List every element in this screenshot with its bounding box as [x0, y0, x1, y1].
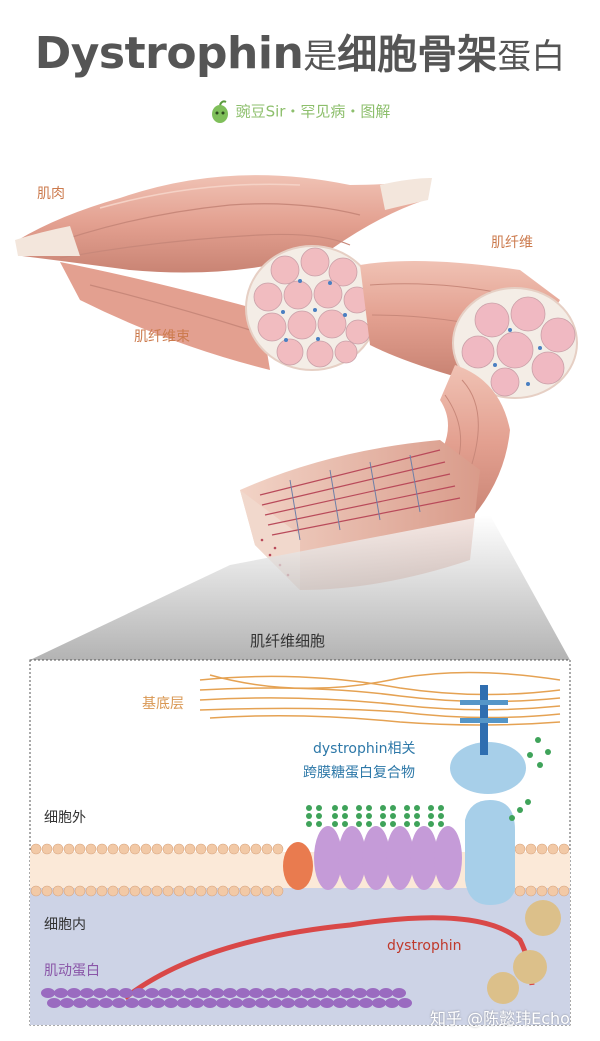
dystrophin-actin: [41, 900, 561, 1008]
title-latin: Dystrophin: [34, 28, 304, 79]
subtitle-text: 豌豆Sir・罕见病・图解: [235, 102, 391, 121]
label-complex-2: 跨膜糖蛋白复合物: [303, 765, 415, 781]
label-fiber: 肌纤维: [491, 235, 533, 251]
label-muscle: 肌肉: [37, 186, 65, 202]
label-actin: 肌动蛋白: [44, 963, 100, 979]
pea-logo-icon: [211, 100, 228, 123]
label-complex-1: dystrophin相关: [313, 741, 416, 757]
label-basal-lamina: 基底层: [142, 696, 184, 712]
cell-panel: [29, 659, 571, 1026]
label-cell: 肌纤维细胞: [250, 632, 326, 650]
label-fiber-bundle: 肌纤维束: [134, 329, 190, 345]
title-bold: 细胞骨架: [337, 32, 498, 78]
basal-lamina: [199, 671, 561, 726]
label-intracellular: 细胞内: [44, 917, 86, 933]
fascicle-section: [245, 245, 379, 371]
label-dystrophin: dystrophin: [387, 938, 462, 954]
title-end: 蛋白: [497, 37, 566, 77]
watermark: 知乎 @陈懿玮Echo: [430, 1009, 570, 1028]
fiber-bundle: [360, 261, 578, 399]
complex-proteins: [283, 685, 526, 905]
page-title: Dystrophin是细胞骨架蛋白: [0, 22, 600, 80]
label-extracellular: 细胞外: [44, 810, 86, 826]
glycans: [306, 737, 551, 827]
title-is: 是: [303, 37, 338, 77]
zoom-cone: [30, 515, 570, 660]
subtitle: 豌豆Sir・罕见病・图解: [0, 100, 600, 124]
